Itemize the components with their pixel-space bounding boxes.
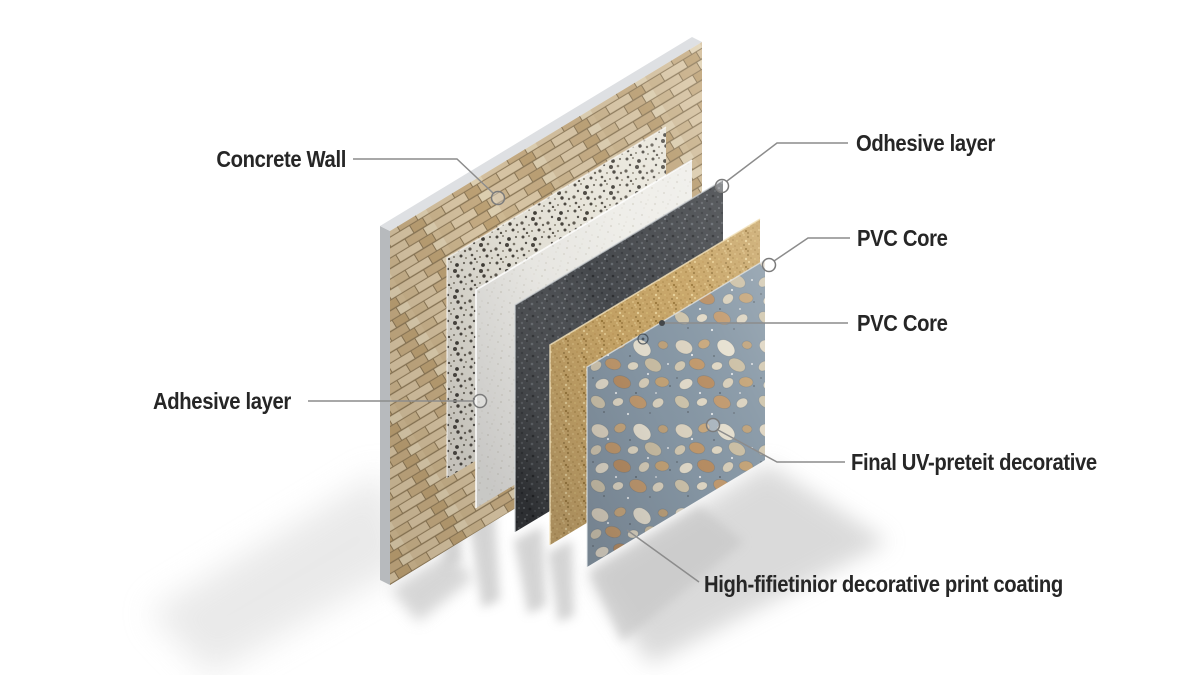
leader-line-final-uv [717,429,845,463]
decorative-pebble-edge-highlight [586,259,766,567]
leader-line-odhesive-layer [726,142,848,182]
label-final-uv: Final UV-preteit decorative [851,449,1097,475]
label-pvc-core-top: PVC Core [857,225,948,251]
floor-shadow-pebble-core [589,506,744,642]
leader-marker-odhesive-layer [714,178,730,194]
leader-adhesive-layer [308,393,488,409]
label-pvc-core-mid: PVC Core [857,310,948,336]
label-concrete-wall: Concrete Wall [216,146,346,172]
pvc-core-edge-highlight [549,218,761,545]
label-adhesive-layer: Adhesive layer [153,388,291,414]
label-odhesive-layer: Odhesive layer [856,130,996,156]
decorative-pebble-shading [587,260,765,567]
floor-shadows [150,464,888,675]
leader-pvc-core-top [761,237,850,273]
leader-marker-final-uv [705,417,721,433]
adhesive-speckle-edge-highlight [446,126,667,478]
floor-shadow-pebble [589,464,888,664]
leader-pvc-core-mid [659,320,848,326]
dark-adhesive-edge-highlight [514,179,724,532]
leader-final-uv [705,417,845,463]
leader-concrete-wall [353,158,506,206]
floor-shadow-spike-3 [514,526,546,614]
leader-line-concrete-wall [353,158,494,194]
leader-dot-pvc-core-mid [659,320,665,326]
pebble-surface-ring-mark [637,333,649,345]
floor-shadow-wall-wash [150,472,410,675]
pebble-surface-dot-mark [641,337,645,341]
leader-line-print-coating [626,529,700,583]
leader-line-pvc-core-top [773,237,850,262]
leader-marker-concrete-wall [490,190,506,206]
wall-top-face [380,37,702,231]
white-adhesive-edge-highlight [475,159,693,508]
label-print-coating: High-fifietinior decorative print coatin… [704,571,1063,597]
floor-shadow-wall-edge [391,552,474,622]
wall-side-face [380,226,390,585]
leader-marker-pvc-core-top [761,257,777,273]
floor-shadow-spike-4 [548,540,574,622]
leader-marker-adhesive-layer [472,393,488,409]
leader-odhesive-layer [714,142,848,194]
leader-print-coating [626,529,700,583]
decorative-pebble-panel [586,259,766,567]
leader-lines [308,142,850,583]
